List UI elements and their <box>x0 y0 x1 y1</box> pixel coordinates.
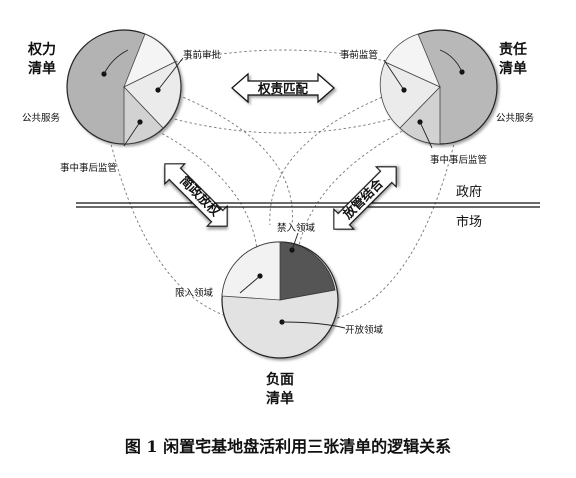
figure-caption: 图 1 闲置宅基地盘活利用三张清单的逻辑关系 <box>125 437 451 456</box>
negative-list-circle <box>221 241 339 359</box>
simplify-label: 简政放权 <box>177 173 223 219</box>
responsibility-public-service-label: 公共服务 <box>496 112 535 124</box>
responsibility-list-title-1: 责任 <box>499 41 527 58</box>
negative-restricted-label: 限入领域 <box>175 287 214 299</box>
negative-list-title-2: 清单 <box>266 390 294 407</box>
market-label: 市场 <box>456 214 482 230</box>
power-list-leaders <box>101 49 184 147</box>
match-label: 权责匹配 <box>257 81 309 96</box>
responsibility-list-leaders <box>383 49 465 149</box>
responsibility-supervision-label: 事中事后监管 <box>430 154 487 166</box>
power-pre-approval-label: 事前审批 <box>183 49 222 61</box>
responsibility-list-circle <box>379 29 498 145</box>
responsibility-list-title-2: 清单 <box>499 60 527 77</box>
match-arrow <box>231 72 335 104</box>
power-list-title-1: 权力 <box>27 41 56 58</box>
responsibility-pre-supervision-label: 事前监管 <box>340 49 378 61</box>
simplify-arrow <box>164 163 228 227</box>
negative-prohibited-label: 禁入领域 <box>277 222 316 234</box>
combine-label: 放管结合 <box>339 175 386 222</box>
power-public-service-label: 公共服务 <box>22 112 61 124</box>
power-list-title-2: 清单 <box>28 60 56 77</box>
government-market-divider <box>76 202 540 208</box>
power-supervision-label: 事中事后监管 <box>60 162 117 174</box>
negative-open-label: 开放领域 <box>345 324 384 336</box>
power-list-circle <box>66 29 182 145</box>
government-label: 政府 <box>456 185 482 200</box>
negative-list-title-1: 负面 <box>266 371 294 388</box>
negative-list-leaders <box>239 232 346 329</box>
combine-arrow <box>333 166 397 230</box>
